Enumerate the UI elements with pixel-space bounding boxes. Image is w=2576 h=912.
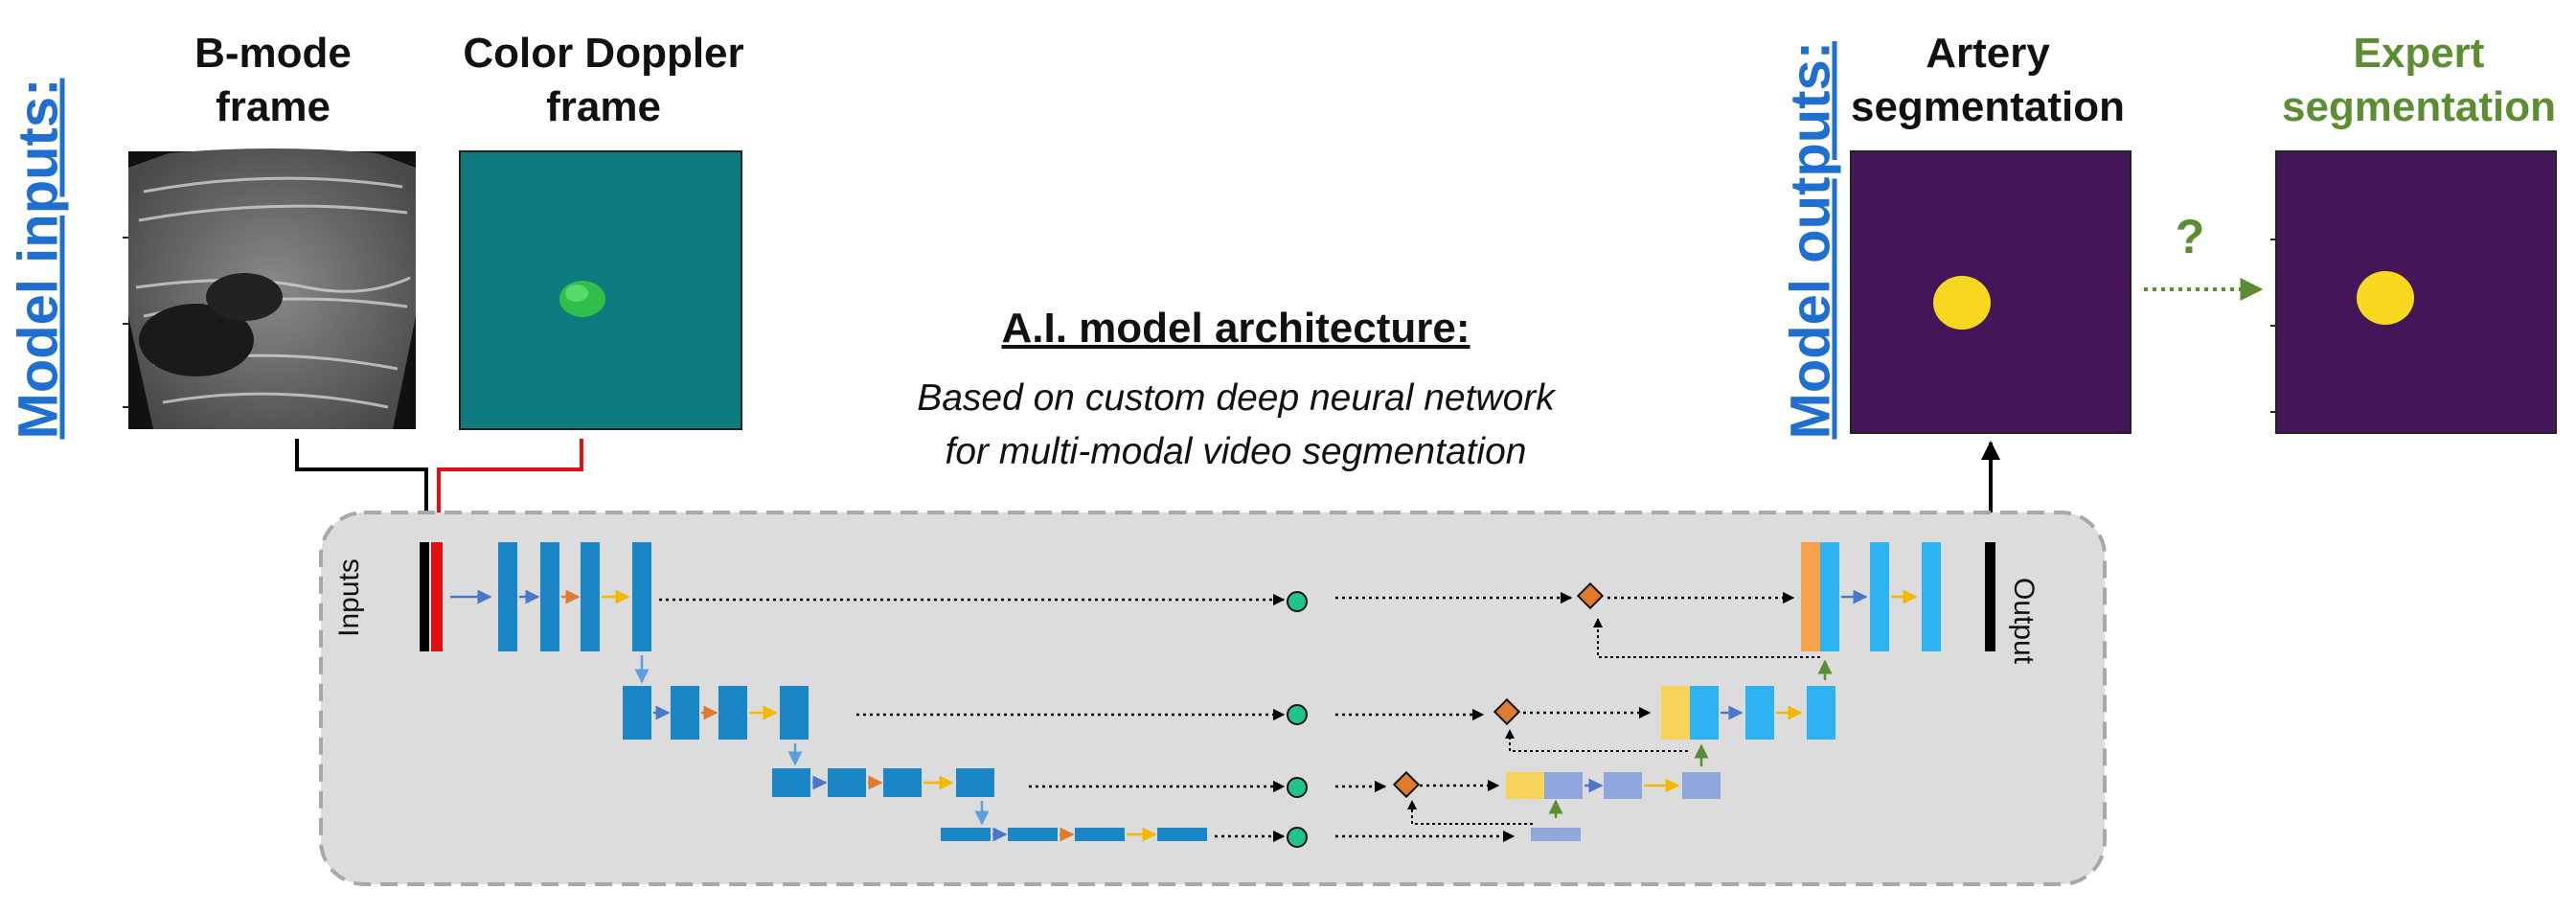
output-label: Output xyxy=(2008,577,2040,665)
comparison-question-mark: ? xyxy=(2175,210,2205,263)
encoder-level-4 xyxy=(941,827,1207,842)
doppler-header-line2: frame xyxy=(546,83,661,130)
skip-nodes xyxy=(1287,591,1308,848)
doppler-header: Color Doppler frame xyxy=(436,27,771,134)
architecture-title: A.I. model architecture: xyxy=(1001,305,1470,352)
bmode-header: B-mode frame xyxy=(144,27,402,134)
architecture-subtitle-line1: Based on custom deep neural network xyxy=(917,377,1555,419)
bmode-connector xyxy=(295,439,436,540)
artery-header-line1: Artery xyxy=(1926,30,2050,77)
encoder-level-2 xyxy=(623,686,809,766)
skip-connections xyxy=(659,591,1795,843)
doppler-connector xyxy=(429,439,583,540)
decoder-level-1 xyxy=(1801,542,1941,651)
color-doppler-image xyxy=(459,150,742,430)
artery-segmentation-image xyxy=(1850,150,2131,434)
bmode-image xyxy=(123,148,416,429)
decoder-level-3 xyxy=(1506,743,1721,799)
bmode-header-line2: frame xyxy=(216,83,331,130)
expert-header-line2: segmentation xyxy=(2281,83,2557,130)
inputs-label: Inputs xyxy=(333,559,365,637)
architecture-panel xyxy=(319,511,2107,886)
expert-segmentation-image xyxy=(2270,150,2557,434)
architecture-subtitle: Based on custom deep neural network for … xyxy=(786,372,1686,479)
bmode-header-line1: B-mode xyxy=(194,30,352,77)
expert-header: Expert segmentation xyxy=(2270,27,2567,134)
doppler-header-line1: Color Doppler xyxy=(463,30,744,77)
merge-nodes xyxy=(1392,581,1605,799)
decoder-level-4 xyxy=(1531,799,1581,841)
expert-header-line1: Expert xyxy=(2353,30,2485,77)
encoder-level-3 xyxy=(772,768,994,826)
decoder-level-2 xyxy=(1661,659,1835,740)
artery-header: Artery segmentation xyxy=(1825,27,2151,134)
encoder-level-1 xyxy=(450,542,651,684)
architecture-subtitle-line2: for multi-modal video segmentation xyxy=(945,431,1527,472)
artery-header-line2: segmentation xyxy=(1850,83,2126,130)
feedback-lines xyxy=(1407,618,1820,825)
